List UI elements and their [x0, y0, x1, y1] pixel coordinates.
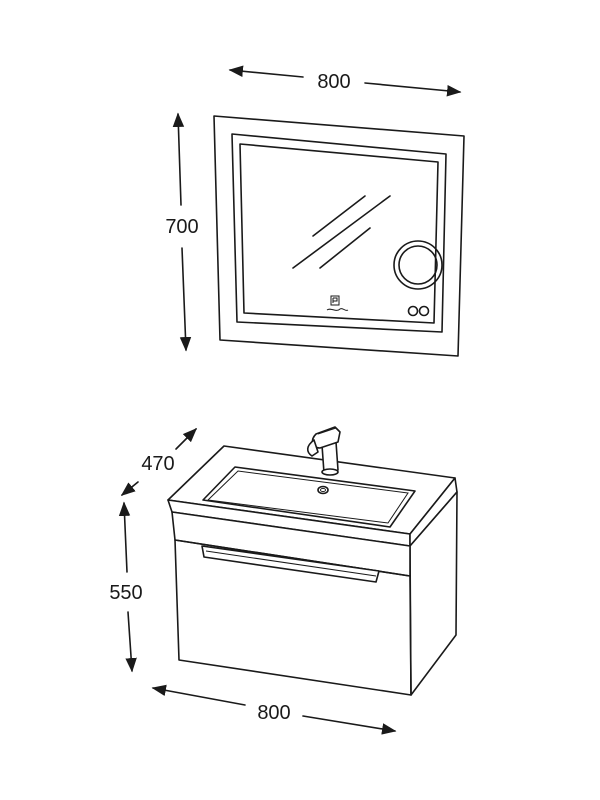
- brand-logo-icon: [326, 295, 349, 311]
- drain-icon: [317, 485, 329, 495]
- mirror-reflection-line: [319, 227, 371, 269]
- touch-buttons-icon: [407, 305, 430, 317]
- mirror-led-frame-outer: [231, 133, 447, 333]
- mirror-reflection-line: [292, 195, 391, 269]
- cabinet-height-dimension: 550: [109, 501, 143, 673]
- faucet-icon: [306, 426, 341, 476]
- mirror: [213, 115, 465, 357]
- sink-bowl-inner: [206, 470, 409, 524]
- drawer-handle-edge: [205, 550, 377, 577]
- mirror-height-label: 700: [165, 216, 198, 238]
- cabinet-width-dimension: 800: [151, 684, 397, 735]
- cabinet-width-label: 800: [257, 702, 290, 724]
- mirror-led-frame-inner: [239, 143, 439, 324]
- cabinet-depth-label: 470: [141, 453, 174, 475]
- drawer-handle: [201, 545, 380, 583]
- mirror-width-dimension: 800: [228, 65, 462, 97]
- cabinet-depth-dimension: 470: [120, 427, 198, 496]
- sink-bowl: [202, 466, 416, 528]
- cabinet-height-label: 550: [109, 582, 142, 604]
- vanity-cabinet: [167, 426, 458, 696]
- mirror-width-label: 800: [317, 71, 350, 93]
- mirror-reflection-line: [312, 195, 366, 237]
- mirror-outer-frame: [213, 115, 465, 357]
- magnifier-mirror: [393, 240, 443, 290]
- mirror-height-dimension: 700: [165, 112, 199, 352]
